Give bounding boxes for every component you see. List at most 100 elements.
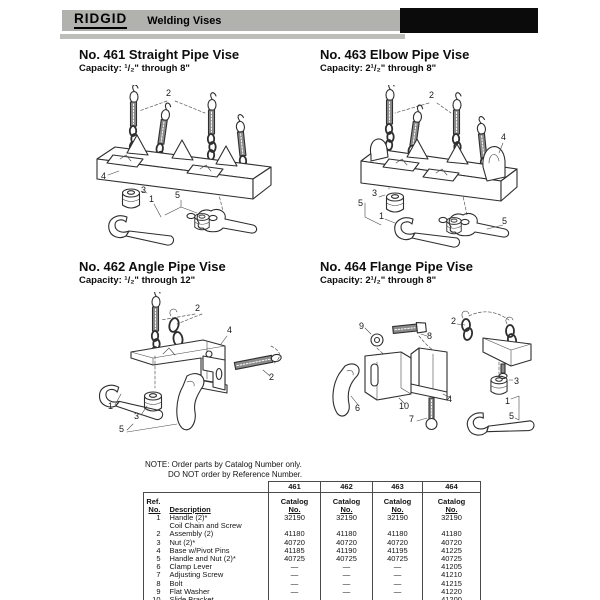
callout: 2	[429, 90, 435, 100]
panel-462-capacity: Capacity: ¹/₂" through 12"	[79, 275, 196, 286]
table-row: 3 Nut (2)* 40720 40720 40720 40720	[143, 538, 481, 547]
callout: 3	[141, 185, 147, 195]
callout: 7	[409, 414, 415, 424]
header-bar-shadow	[60, 34, 405, 39]
catalog-cell: —	[372, 587, 423, 597]
catalog-cell: 41190	[320, 546, 373, 556]
catalog-cell: 32190	[320, 513, 373, 523]
bolt	[392, 321, 427, 335]
table-row: 10 Slide Bracket — — — 41200	[143, 596, 481, 600]
vise-base	[96, 134, 272, 200]
catalog-cell: —	[268, 563, 321, 572]
desc-cell: Clamp Lever	[169, 562, 213, 572]
catalog-cell: 41215	[422, 579, 481, 588]
model-header: 462	[320, 481, 373, 493]
desc-cell: Adjusting Screw	[169, 570, 224, 580]
callout: 5	[119, 424, 125, 434]
catalog-cell: —	[320, 571, 373, 580]
model-header: 463	[372, 481, 423, 493]
callout: 9	[359, 321, 365, 331]
desc-cell: Handle (2)*	[169, 513, 208, 522]
ref-cell: 10	[143, 596, 168, 600]
model-header-row: 461 462 463 464	[144, 481, 481, 493]
panel-462-title: No. 462 Angle Pipe Vise	[79, 259, 226, 274]
panel-463-diagram: 2 4 3 5 1 5	[315, 85, 545, 255]
ref-cell: 8	[143, 579, 168, 588]
catalog-cell: 41180	[372, 522, 423, 539]
ref-no-header: Ref.No.	[143, 492, 168, 514]
catalog-cell: 40720	[422, 538, 481, 547]
desc-cell: Handle and Nut (2)*	[169, 554, 236, 564]
catalog-cell: 41185	[268, 546, 321, 556]
catalog-cell: 40725	[268, 554, 321, 564]
table-row: 5 Handle and Nut (2)* 40725 40725 40725 …	[143, 554, 481, 564]
ref-cell: 1	[143, 513, 168, 523]
callout: 4	[101, 171, 107, 181]
desc-cell: Slide Bracket	[167, 596, 269, 600]
handle-spanner	[108, 215, 175, 246]
ref-cell: 5	[143, 554, 168, 564]
catalog-cell: 41210	[422, 571, 481, 580]
model-header: 464	[422, 481, 481, 493]
catalog-cell: 41225	[422, 546, 481, 556]
order-note: NOTE: Order parts by Catalog Number only…	[145, 460, 302, 479]
callout: 2	[269, 372, 275, 382]
panel-462-diagram: 2 4 2 1 3 5	[75, 292, 305, 460]
desc-cell: Coil Chain and Screw Assembly (2)	[169, 521, 242, 539]
vise-base	[360, 138, 518, 202]
callout: 5	[509, 411, 515, 421]
chain-hooks	[461, 310, 518, 347]
callout: 6	[355, 403, 361, 413]
handle-spanner	[464, 400, 536, 446]
callout: 2	[451, 316, 457, 326]
catalog-cell: —	[320, 587, 373, 597]
model-header: 461	[268, 481, 321, 493]
callout: 3	[134, 411, 140, 421]
callout: 2	[166, 88, 172, 98]
desc-cell: Base w/Pivot Pins	[169, 545, 230, 555]
catalog-cell: 41180	[320, 522, 373, 539]
catalog-cell: 32190	[372, 513, 423, 523]
angle-pipe-vise-drawing	[97, 292, 282, 433]
catalog-cell: 40725	[320, 554, 373, 564]
order-note-line2: DO NOT order by Reference Number.	[168, 469, 303, 479]
catalog-cell: —	[372, 563, 423, 572]
page-title: Welding Vises	[147, 14, 222, 27]
header-black-block	[400, 8, 538, 33]
catalog-cell: 41205	[422, 563, 481, 572]
callout: 8	[427, 331, 433, 341]
catalog-cell: 41220	[422, 587, 481, 597]
ref-cell: 3	[143, 538, 168, 547]
catalog-cell: 32190	[422, 513, 481, 523]
table-row: 4 Base w/Pivot Pins 41185 41190 41195 41…	[143, 545, 481, 556]
table-row: 6 Clamp Lever — — — 41205	[143, 562, 481, 572]
panel-461-capacity: Capacity: ¹/₂" through 8"	[79, 63, 190, 74]
nut	[385, 192, 405, 213]
panel-464-title: No. 464 Flange Pipe Vise	[320, 259, 473, 274]
callout: 1	[379, 211, 385, 221]
callout: 5	[502, 216, 508, 226]
panel-464-diagram: 9 8 2 6 10 7 4 3 1 5	[315, 292, 545, 460]
callout: 5	[358, 198, 364, 208]
panel-463-capacity: Capacity: 2¹/₂" through 8"	[320, 63, 437, 74]
flange-pipe-vise-drawing	[332, 310, 536, 446]
catalog-cell: 40720	[372, 538, 423, 547]
callout: 4	[447, 394, 453, 404]
panel-464-capacity: Capacity: 2¹/₂" through 8"	[320, 275, 437, 286]
callout: 10	[399, 401, 410, 411]
table-row: 9 Flat Washer — — — 41220	[143, 587, 481, 597]
table-row: 7 Adjusting Screw — — — 41210	[143, 570, 481, 580]
catalog-cell: 41180	[422, 522, 481, 539]
catalog-cell: —	[268, 596, 321, 600]
catalog-cell: —	[320, 579, 373, 588]
callout: 3	[514, 376, 520, 386]
vise-base	[408, 347, 448, 401]
catalog-cell: —	[372, 596, 423, 600]
catalog-cell: —	[268, 571, 321, 580]
desc-cell: Bolt	[169, 578, 183, 588]
